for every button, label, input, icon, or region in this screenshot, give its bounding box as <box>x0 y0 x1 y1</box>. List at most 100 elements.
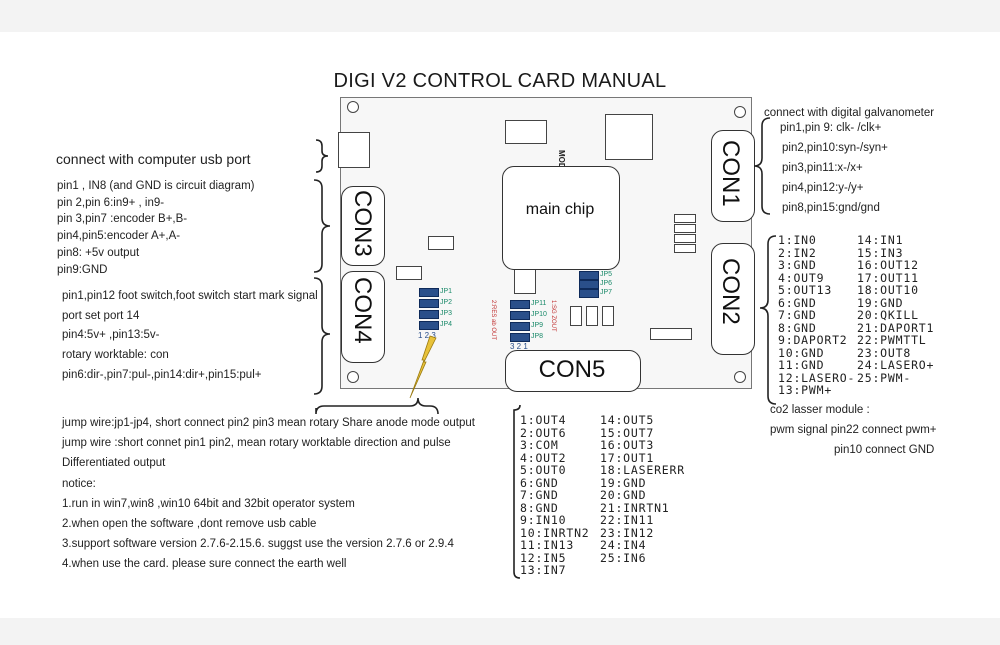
jumper-jp9 <box>510 322 530 331</box>
pin-label: 19:GND <box>600 475 647 490</box>
pin-label: 20:GND <box>600 488 647 502</box>
pin-label: 17:OUT1 <box>600 450 655 465</box>
pin-label: 15:OUT7 <box>600 425 655 440</box>
pin-label: 2:OUT6 <box>520 425 567 440</box>
pin-label: 12:LASERO- <box>778 370 856 385</box>
component <box>674 214 696 223</box>
pin-label: 21:INRTN1 <box>600 500 670 515</box>
pin-label: 11:GND <box>778 358 825 372</box>
pin-label: 4:OUT9 <box>778 270 825 285</box>
page-title: DIGI V2 CONTROL CARD MANUAL <box>333 70 667 92</box>
pin-label: 1:IN0 <box>778 233 817 247</box>
co2-note: pwm signal pin22 connect pwm+ <box>770 424 937 436</box>
jp-label: JP10 <box>531 311 547 318</box>
jp-pin-numbers: 3 2 1 <box>510 342 528 351</box>
pin-label: 10:GND <box>778 345 825 360</box>
notice-item: 4.when use the card. please sure connect… <box>62 558 347 570</box>
mount-hole <box>734 106 746 118</box>
con1-note: pin1,pin 9: clk- /clk+ <box>780 122 882 134</box>
jumper-arrow <box>409 335 437 399</box>
pin-label: 14:OUT5 <box>600 413 655 427</box>
component <box>570 306 582 326</box>
pin-label: 7:GND <box>778 308 817 322</box>
con2-connector <box>711 243 755 355</box>
pin-label: 14:IN1 <box>857 233 904 247</box>
component <box>674 244 696 253</box>
pin-label: 16:OUT12 <box>857 258 919 272</box>
pin-label: 24:LASERO+ <box>857 358 935 372</box>
con1-note: pin4,pin12:y-/y+ <box>782 182 864 194</box>
jumper-jp5 <box>579 271 599 280</box>
con1-bracket <box>753 117 771 215</box>
pin-label: 9:DAPORT2 <box>778 333 848 347</box>
main-chip-label: main chip <box>525 201 595 218</box>
pin-label: 25:IN6 <box>600 550 647 565</box>
pin-label: 8:GND <box>520 500 559 515</box>
con3-note: pin 3,pin7 :encoder B+,B- <box>57 213 188 225</box>
jp-label: JP5 <box>600 271 613 278</box>
pin-label: 2:IN2 <box>778 245 817 260</box>
jumper-jp8 <box>510 333 530 342</box>
pin-label: 3:GND <box>778 258 817 272</box>
jump-note: jump wire :short connet pin1 pin2, mean … <box>62 437 451 449</box>
jumper-jp6 <box>579 280 599 289</box>
pin-label: 19:GND <box>857 295 904 310</box>
jp-label: JP11 <box>531 300 547 307</box>
con4-note: pin6:dir-,pin7:pul-,pin14:dir+,pin15:pul… <box>62 369 262 381</box>
component <box>602 306 614 326</box>
pin-label: 22:PWMTTL <box>857 333 927 347</box>
jumper-jp7 <box>579 289 599 298</box>
usb-bracket <box>315 139 329 173</box>
con4-connector <box>341 271 385 363</box>
con5-label: CON5 <box>538 356 606 383</box>
con4-note: rotary worktable: con <box>62 349 169 361</box>
pin-label: 25:PWM- <box>857 370 912 385</box>
jumper-jp10 <box>510 311 530 320</box>
con1-note: connect with digital galvanometer <box>764 107 935 119</box>
con3-note: pin1 , IN8 (and GND is circuit diagram) <box>57 180 255 192</box>
pin-label: 22:IN11 <box>600 513 655 527</box>
jp-label: JP9 <box>531 322 544 329</box>
con3-bracket <box>313 179 331 273</box>
con1-note: pin2,pin10:syn-/syn+ <box>782 142 888 154</box>
con4-note: port set port 14 <box>62 310 140 322</box>
pin-label: 9:IN10 <box>520 513 567 527</box>
pin-label: 23:OUT8 <box>857 345 912 360</box>
pin-label: 21:DAPORT1 <box>857 320 935 335</box>
con3-note: pin8: +5v output <box>57 247 140 259</box>
pin-label: 8:GND <box>778 320 817 335</box>
con1-note: pin8,pin15:gnd/gnd <box>782 202 880 214</box>
pin-label: 6:GND <box>778 295 817 310</box>
pin-label: 23:IN12 <box>600 525 655 540</box>
pin-label: 7:GND <box>520 488 559 502</box>
jp-label: JP4 <box>440 321 453 328</box>
mount-hole <box>734 371 746 383</box>
jp-label: JP2 <box>440 299 453 306</box>
con1-note: pin3,pin11:x-/x+ <box>782 162 863 174</box>
con3-connector <box>341 186 385 266</box>
jumper-jp1 <box>419 288 439 297</box>
pin-label: 5:OUT13 <box>778 283 833 297</box>
component <box>605 114 653 160</box>
pin-label: 16:OUT3 <box>600 438 655 452</box>
pin-label: 18:LASERERR <box>600 463 685 477</box>
jumper-bracket <box>315 397 439 415</box>
con3-note: pin 2,pin 6:in9+ , in9- <box>57 197 165 209</box>
pin-label: 20:QKILL <box>857 308 919 322</box>
con4-note: pin4:5v+ ,pin13:5v- <box>62 329 160 341</box>
con5-bracket <box>513 404 521 579</box>
usb-note: connect with computer usb port <box>56 151 251 167</box>
pin-label: 17:OUT11 <box>857 270 919 285</box>
jump-note: jump wire:jp1-jp4, short connect pin2 pi… <box>62 417 475 429</box>
pin-label: 4:OUT2 <box>520 450 567 465</box>
component <box>396 266 422 280</box>
con1-connector <box>711 130 755 222</box>
jumper-jp2 <box>419 299 439 308</box>
notice-title: notice: <box>62 478 96 490</box>
jumper-jp4 <box>419 321 439 330</box>
con3-note: pin4,pin5:encoder A+,A- <box>57 230 181 242</box>
con4-note: pin1,pin12 foot switch,foot switch start… <box>62 290 318 302</box>
component <box>586 306 598 326</box>
component <box>428 236 454 250</box>
